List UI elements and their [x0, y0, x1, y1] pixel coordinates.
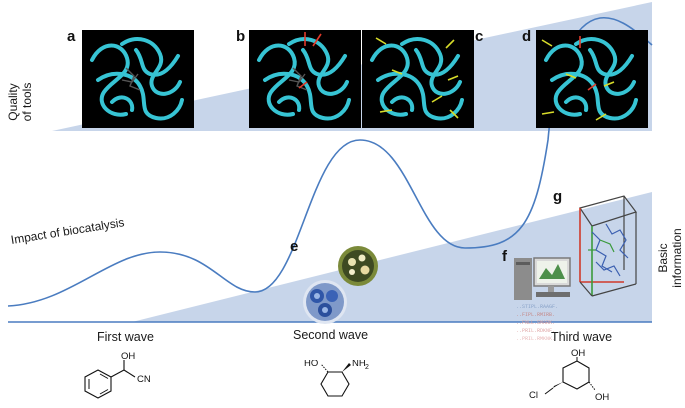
third-wave-label: Third wave — [551, 330, 613, 344]
protein-ribbon-icon — [541, 36, 638, 121]
mandelonitrile-structure: OH CN — [84, 351, 151, 399]
protein-ribbon-icon — [257, 32, 351, 121]
chloropyran-diol-structure: OH Cl OH — [529, 348, 609, 403]
basic-information-axis-label: Basic information — [656, 218, 684, 298]
basic-label-line1: Basic — [656, 243, 670, 273]
quality-label-line2: of tools — [20, 82, 34, 122]
aminocyclohexanol-structure: HO NH 2 — [304, 360, 369, 397]
first-wave-label: First wave — [97, 330, 154, 344]
basic-information-wedge — [132, 192, 652, 322]
protein-panel-d — [536, 30, 648, 128]
quality-label-line1: Quality — [6, 83, 20, 121]
basic-label-line2: information — [670, 228, 684, 288]
protein-panel-b — [249, 30, 361, 128]
mandelonitrile-oh: OH — [121, 351, 135, 362]
panel-label-d: d — [522, 28, 532, 45]
aminocyclohexanol-nh-subscript: 2 — [365, 364, 369, 371]
chloropyran-cl: Cl — [529, 390, 538, 401]
aminocyclohexanol-ho: HO — [304, 360, 318, 369]
chloropyran-oh-bottom: OH — [595, 392, 609, 403]
protein-panel-c — [362, 30, 474, 128]
mandelonitrile-cn: CN — [137, 374, 151, 385]
panel-label-e: e — [290, 238, 299, 255]
panel-label-f: f — [502, 248, 507, 265]
aminocyclohexanol-nh: NH — [352, 360, 366, 369]
protein-panel-a — [82, 30, 194, 128]
quality-of-tools-axis-label: Quality of tools — [6, 72, 34, 132]
protein-ribbon-icon — [370, 37, 464, 121]
panel-label-b: b — [236, 28, 246, 45]
protein-ribbon-icon — [90, 37, 184, 121]
panel-label-g: g — [553, 188, 563, 205]
second-wave-label: Second wave — [293, 328, 369, 342]
chloropyran-oh-top: OH — [571, 348, 585, 359]
panel-label-a: a — [67, 28, 76, 45]
panel-label-c: c — [475, 28, 484, 45]
